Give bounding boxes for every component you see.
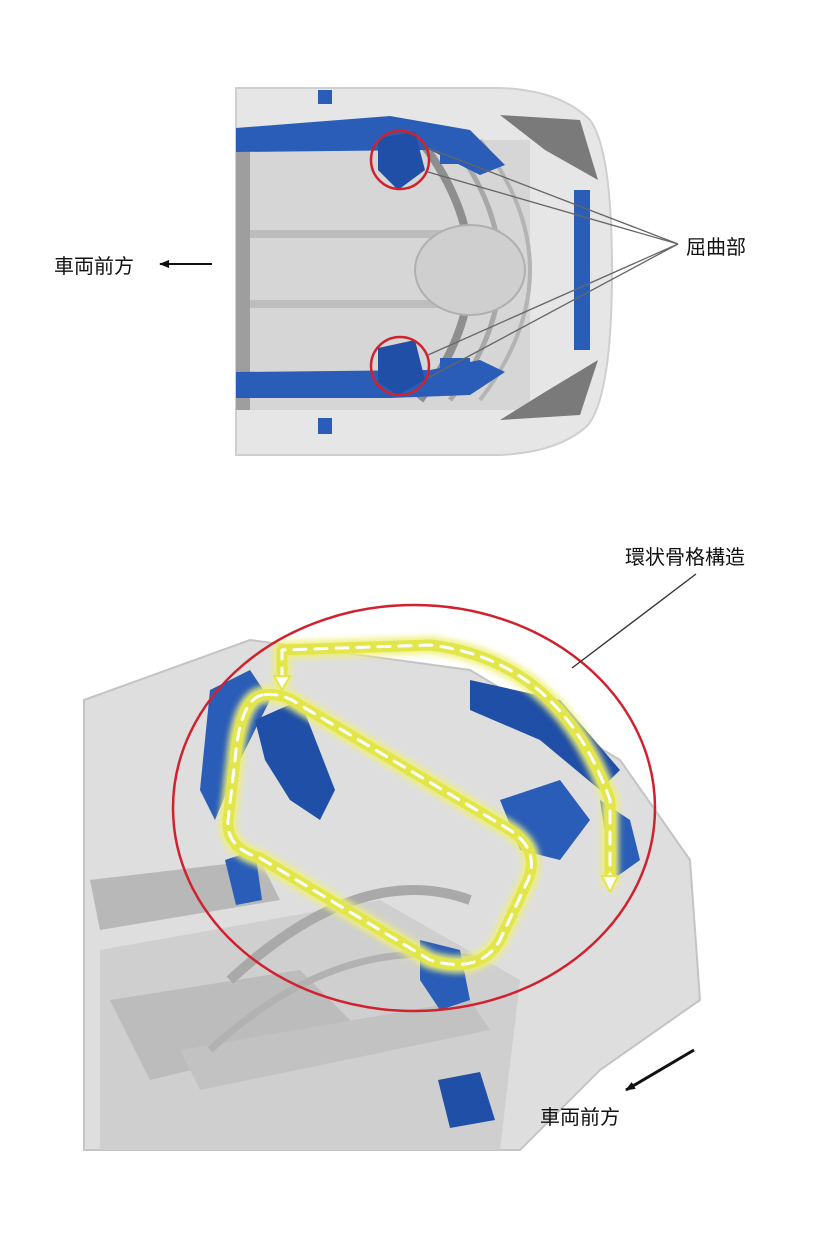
bend-highlight-circle-lower	[369, 335, 431, 397]
bend-section-label: 屈曲部	[686, 235, 746, 259]
bottom-car-illustration	[83, 638, 702, 1151]
top-car-illustration	[235, 87, 614, 456]
front-arrow-bottom	[625, 1048, 695, 1092]
ring-leader-line	[571, 573, 697, 669]
ring-structure-label: 環状骨格構造	[625, 545, 745, 569]
bend-leader-lines	[427, 147, 679, 379]
ring-structure-path	[218, 636, 619, 974]
bend-highlight-circle-upper	[369, 129, 431, 191]
ring-highlight-ellipse	[171, 603, 657, 1013]
front-direction-label-bottom: 車両前方	[540, 1105, 620, 1129]
front-direction-label-top: 車両前方	[54, 254, 134, 278]
